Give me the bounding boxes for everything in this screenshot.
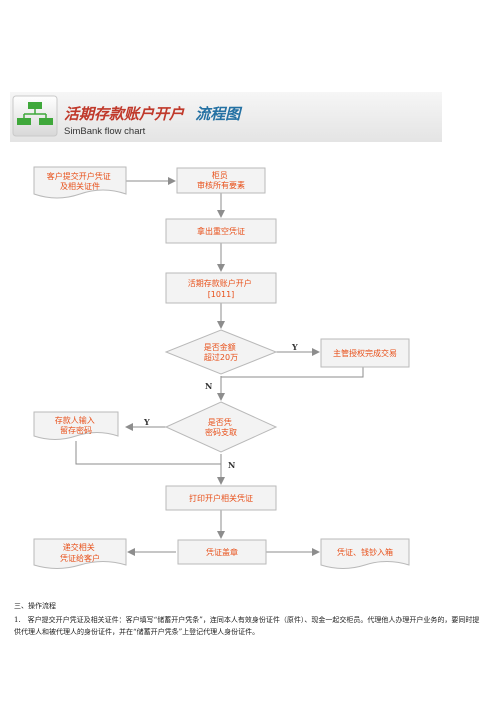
svg-text:存款人输入 留存密码: 存款人输入 留存密码	[55, 415, 98, 435]
svg-text:递交相关 凭证给客户: 递交相关 凭证给客户	[60, 542, 100, 563]
node-to-box-line1: 凭证、钱钞入箱	[337, 547, 393, 557]
header-title-accent: 流程图	[195, 105, 243, 123]
node-take-blank: 拿出重空凭证	[165, 218, 277, 244]
flowchart: 活期存款账户开户 流程图 SimBank flow chart Y N Y N …	[10, 92, 442, 569]
node-deliver: 递交相关 凭证给客户	[33, 538, 127, 569]
node-depositor-password: 存款人输入 留存密码	[33, 411, 119, 440]
svg-text:凭证、钱钞入箱: 凭证、钱钞入箱	[337, 547, 393, 557]
header: 活期存款账户开户 流程图 SimBank flow chart	[10, 92, 442, 142]
edge-depositor-merge	[75, 441, 221, 465]
node-password-check: 是否凭 密码支取	[164, 401, 278, 453]
node-deliver-line2: 凭证给客户	[60, 553, 100, 563]
header-title: 活期存款账户开户	[64, 105, 185, 123]
node-supervisor-auth-line1: 主管授权完成交易	[333, 348, 397, 358]
header-subtitle: SimBank flow chart	[64, 126, 146, 137]
node-amount-check-line2: 超过20万	[204, 352, 238, 362]
edge-label-yes-password: Y	[143, 417, 150, 427]
node-teller-review-line2: 审核所有要素	[197, 180, 245, 190]
node-depositor-password-line1: 存款人输入	[55, 415, 95, 425]
node-stamp-line1: 凭证盖章	[206, 547, 238, 557]
nodes: 客户提交开户凭证 及相关证件 柜员 审核所有要素 拿出重空凭证 活期存款账户开户…	[33, 166, 410, 569]
header-band	[10, 92, 442, 142]
node-to-box: 凭证、钱钞入箱	[320, 538, 410, 569]
node-teller-review-line1: 柜员	[212, 170, 228, 180]
svg-text:是否金额 超过20万: 是否金额 超过20万	[204, 342, 239, 362]
node-print-voucher: 打印开户相关凭证	[165, 485, 277, 511]
node-deliver-line1: 递交相关	[63, 542, 95, 552]
node-print-voucher-line1: 打印开户相关凭证	[189, 493, 253, 503]
node-customer-submit-line1: 客户提交开户凭证	[47, 171, 111, 181]
node-open-account: 活期存款账户开户 [1011]	[165, 272, 277, 304]
edge-label-no-amount: N	[205, 381, 212, 391]
node-open-account-line2: [1011]	[208, 290, 235, 299]
svg-text:活期存款账户开户 [1011]: 活期存款账户开户 [1011]	[188, 278, 255, 299]
edge-supervisor-merge	[221, 367, 364, 378]
node-amount-check: 是否金额 超过20万	[164, 329, 278, 375]
node-open-account-line1: 活期存款账户开户	[188, 278, 252, 288]
svg-text:打印开户相关凭证: 打印开户相关凭证	[189, 493, 253, 503]
node-customer-submit-line2: 及相关证件	[60, 181, 100, 191]
edge-label-no-password: N	[228, 460, 235, 470]
step-1-paragraph: 1. 客户提交开户凭证及相关证件：客户填写“储蓄开户凭条”，连同本人有效身份证件…	[14, 616, 480, 636]
svg-text:活期存款账户开户 流程图: 活期存款账户开户 流程图	[64, 105, 243, 123]
edge-label-yes-amount: Y	[291, 342, 298, 352]
svg-text:客户提交开户凭证 及相关证件: 客户提交开户凭证 及相关证件	[47, 171, 114, 191]
node-amount-check-line1: 是否金额	[204, 342, 236, 352]
edges	[75, 177, 364, 556]
node-password-check-line2: 密码支取	[205, 427, 237, 437]
svg-text:拿出重空凭证: 拿出重空凭证	[197, 226, 245, 236]
node-take-blank-line1: 拿出重空凭证	[197, 226, 245, 236]
node-stamp: 凭证盖章	[177, 539, 267, 565]
svg-text:是否凭 密码支取: 是否凭 密码支取	[205, 417, 237, 437]
node-supervisor-auth: 主管授权完成交易	[320, 338, 410, 368]
node-customer-submit: 客户提交开户凭证 及相关证件	[33, 166, 127, 199]
node-teller-review: 柜员 审核所有要素	[176, 167, 266, 194]
section-heading: 三、操作流程	[14, 602, 56, 610]
node-depositor-password-line2: 留存密码	[60, 425, 92, 435]
svg-text:凭证盖章: 凭证盖章	[206, 547, 238, 557]
svg-text:主管授权完成交易: 主管授权完成交易	[333, 348, 397, 358]
node-password-check-line1: 是否凭	[208, 417, 232, 427]
flowchart-icon	[12, 95, 58, 137]
svg-text:柜员 审核所有要素: 柜员 审核所有要素	[197, 170, 245, 190]
